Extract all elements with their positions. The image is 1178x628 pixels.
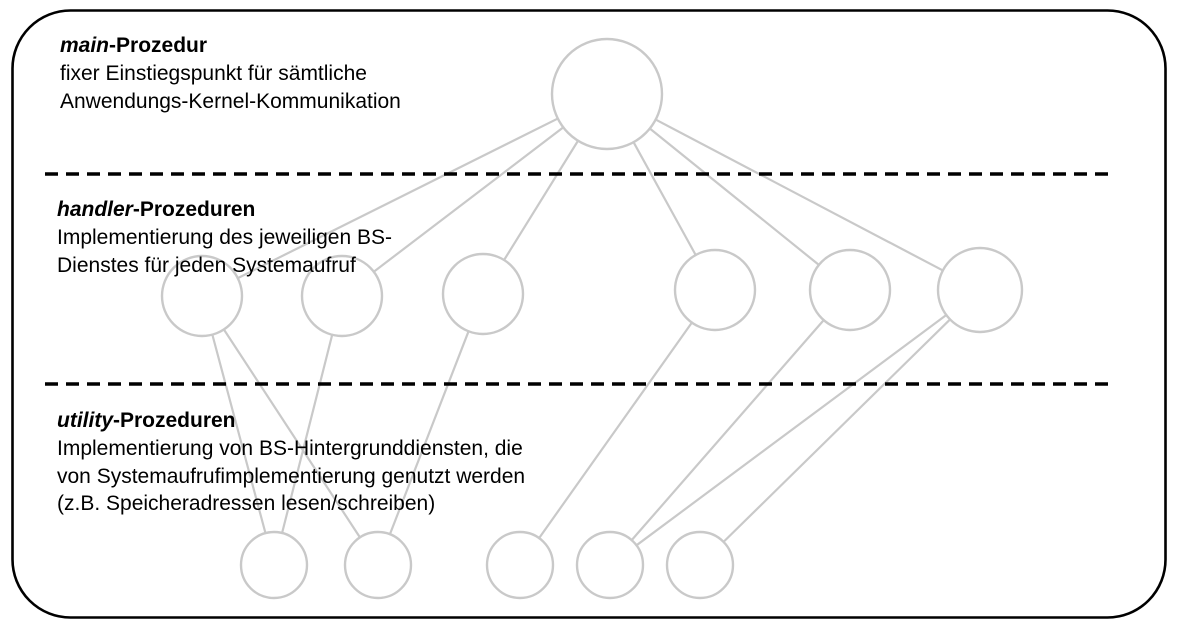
layer-description-handler: Implementierung des jeweiligen BS- Diens… (57, 226, 393, 277)
layer-title-utility: utility-Prozeduren (57, 407, 525, 434)
edges-group (211, 117, 952, 547)
edge-m1-h1 (236, 117, 559, 280)
edge-h1-u2 (222, 328, 362, 539)
node-main-m1[interactable] (550, 37, 664, 151)
node-handler-h6[interactable] (936, 246, 1024, 334)
edge-m1-h4 (632, 141, 697, 257)
edge-m1-h5 (648, 127, 820, 266)
layer-keyword-handler: handler (57, 198, 133, 221)
layer-label-handler: handler-Prozeduren Implementierung des j… (57, 196, 392, 279)
node-utility-u1[interactable] (239, 530, 309, 600)
node-handler-h4[interactable] (673, 248, 757, 332)
layer-label-utility: utility-Prozeduren Implementierung von B… (57, 407, 525, 518)
edge-h4-u3 (537, 321, 693, 540)
separators-group (45, 172, 1112, 386)
node-handler-h5[interactable] (808, 248, 892, 332)
layer-description-utility: Implementierung von BS-Hintergrunddienst… (57, 437, 526, 515)
layer-title-suffix-main: -Prozedur (109, 34, 208, 57)
edge-h5-u4 (630, 319, 825, 542)
layer-title-main: main-Prozedur (60, 32, 401, 59)
node-handler-h2[interactable] (300, 254, 384, 338)
edge-h1-u1 (211, 333, 267, 535)
node-handler-h3[interactable] (441, 252, 525, 336)
edge-h6-u5 (722, 318, 952, 543)
node-utility-u5[interactable] (665, 530, 735, 600)
layer-keyword-utility: utility (57, 409, 113, 432)
layer-description-main: fixer Einstiegspunkt für sämtliche Anwen… (60, 62, 401, 113)
node-utility-u2[interactable] (343, 530, 413, 600)
node-utility-u4[interactable] (575, 530, 645, 600)
edge-h2-u1 (280, 333, 334, 535)
layer-title-suffix-utility: -Prozeduren (113, 409, 236, 432)
edge-h3-u2 (388, 330, 470, 536)
layer-label-main: main-Prozedur fixer Einstiegspunkt für s… (60, 32, 401, 115)
edge-m1-h3 (502, 139, 580, 262)
layer-title-suffix-handler: -Prozeduren (132, 198, 256, 221)
nodes-group (160, 37, 1024, 600)
node-handler-h1[interactable] (160, 254, 244, 338)
edge-h6-u4 (635, 313, 948, 547)
edge-m1-h2 (372, 126, 565, 273)
node-utility-u3[interactable] (485, 530, 555, 600)
layer-keyword-main: main (60, 34, 110, 57)
edge-m1-h6 (654, 118, 944, 272)
layer-title-handler: handler-Prozeduren (57, 196, 392, 223)
outer-frame (11, 9, 1167, 619)
